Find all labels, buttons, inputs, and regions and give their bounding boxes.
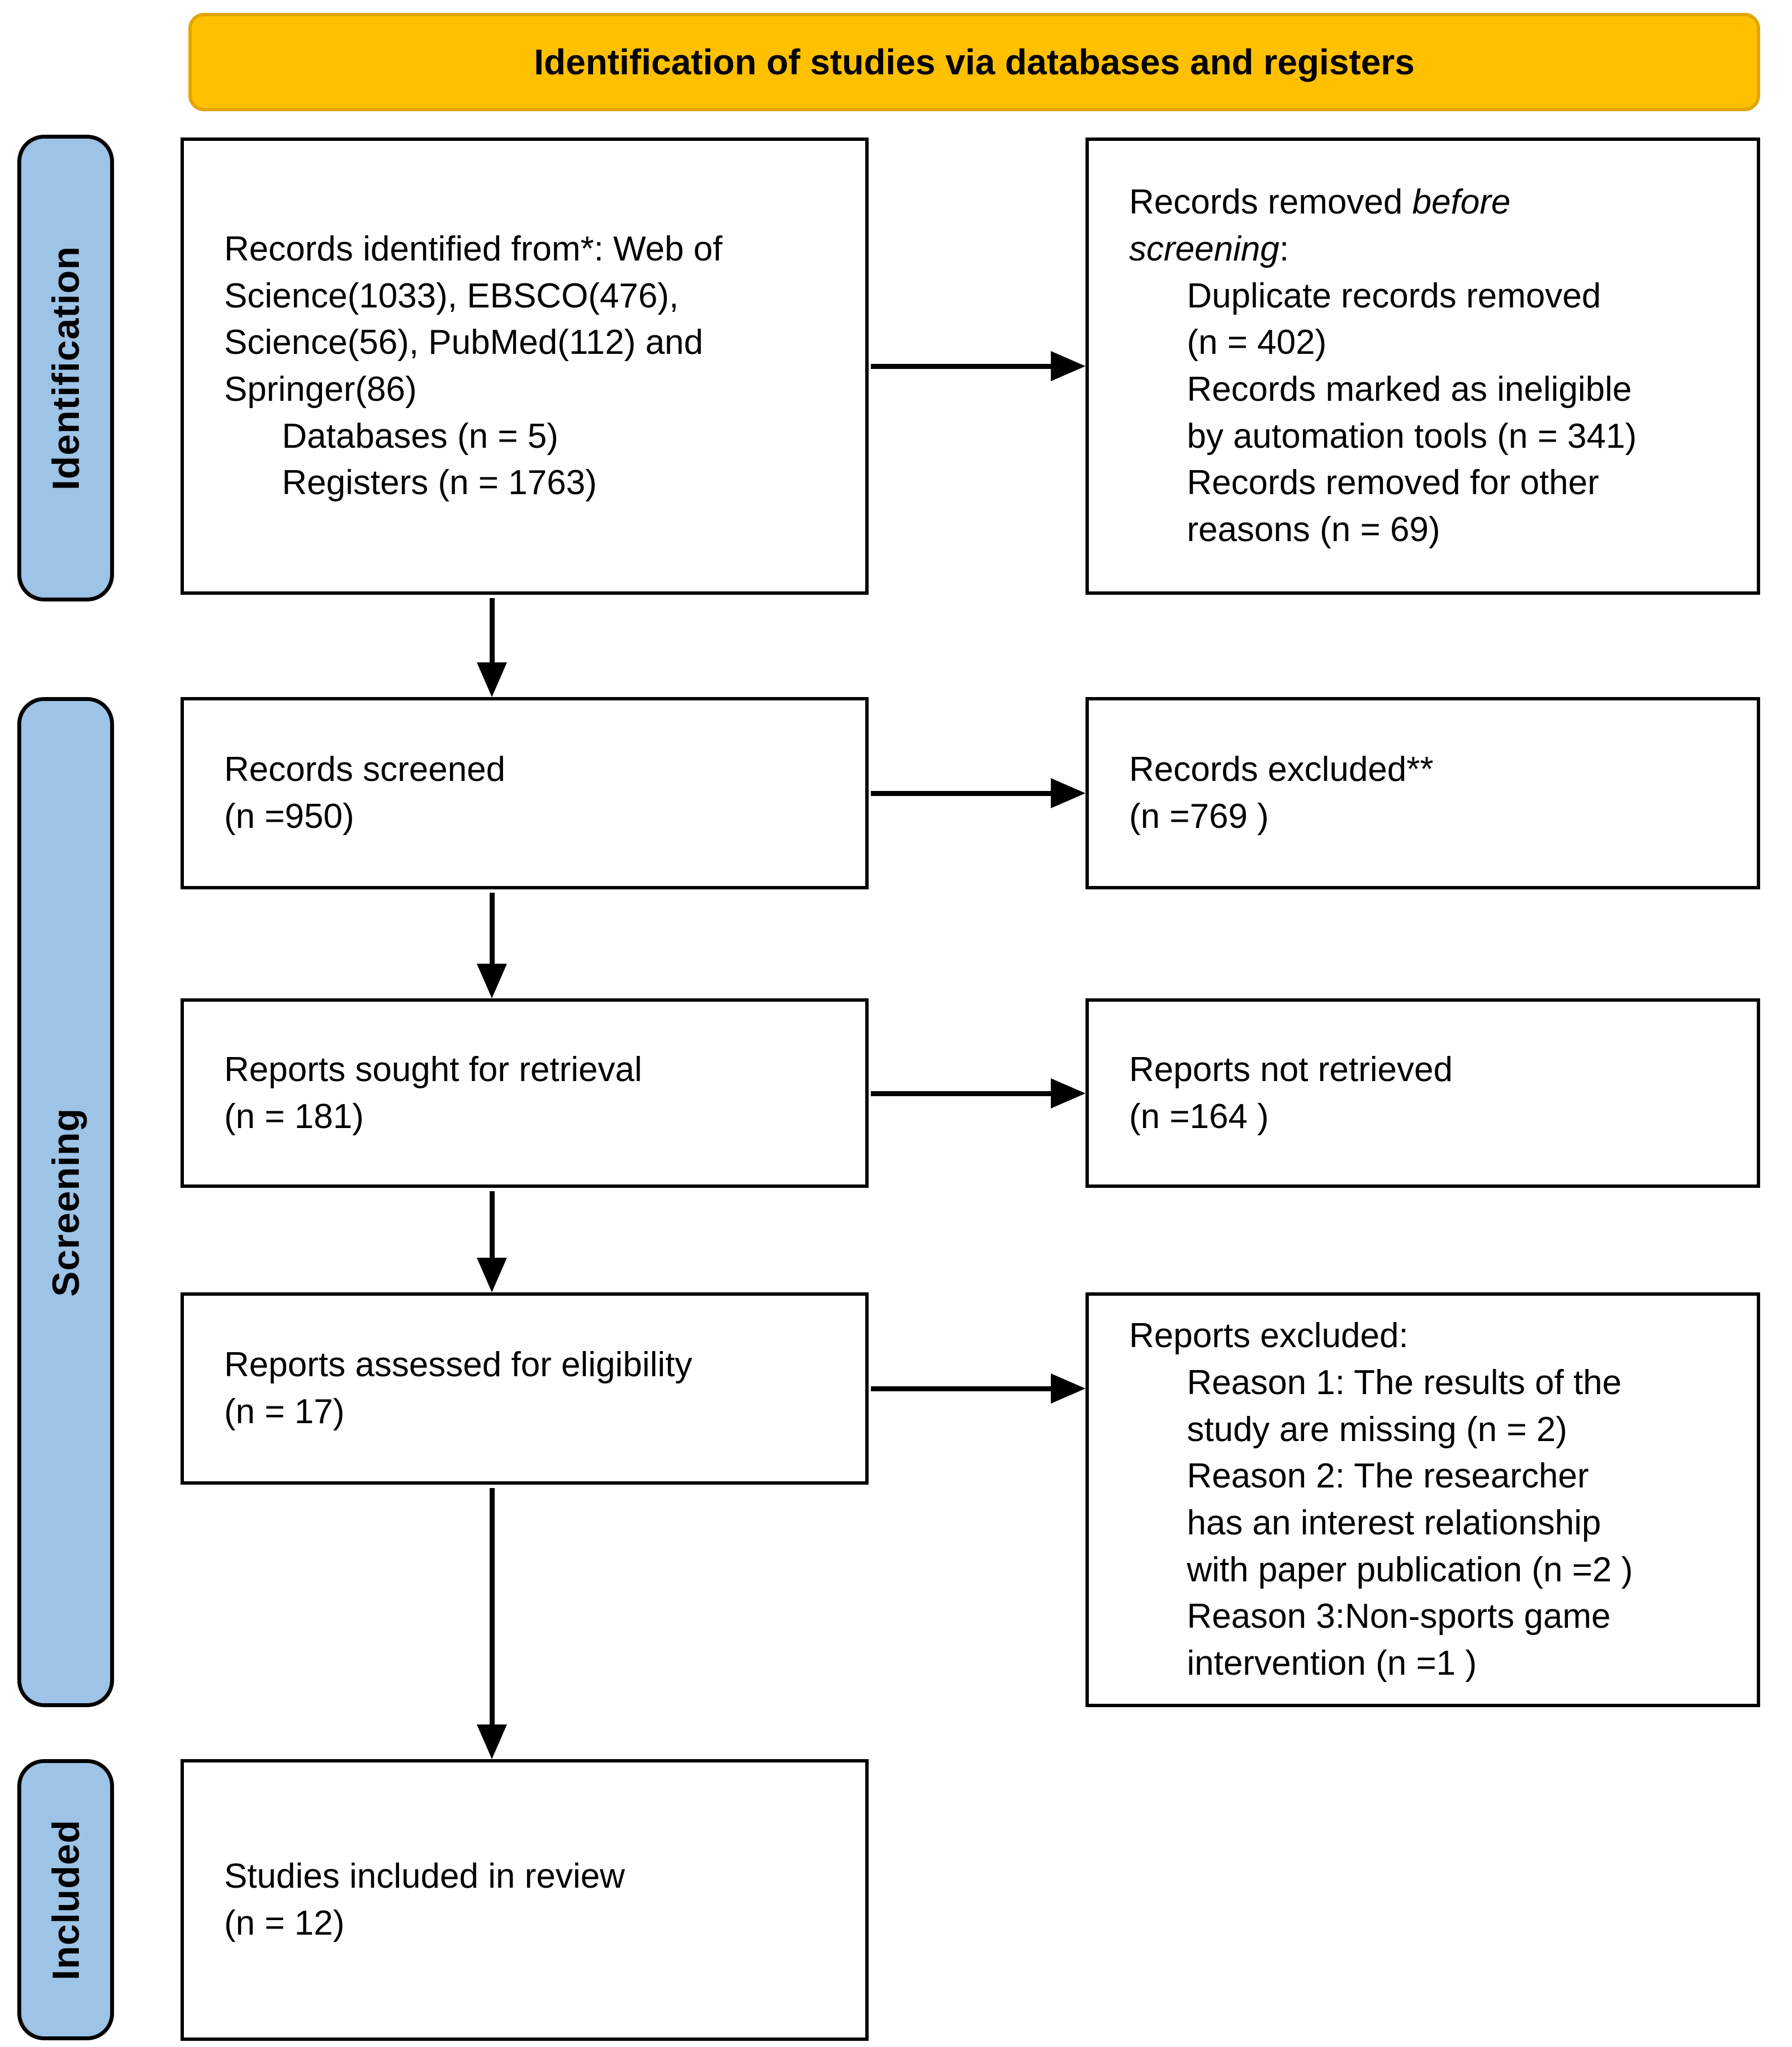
box-studies-included-text: Studies included in review (n = 12) [224,1857,625,1942]
stage-included: Included [17,1759,114,2040]
title-banner: Identification of studies via databases … [188,13,1760,111]
box-reports-sought: Reports sought for retrieval (n = 181) [181,998,869,1188]
diagram-title: Identification of studies via databases … [534,42,1415,82]
box-records-removed-details: Duplicate records removed (n = 402) Reco… [1187,276,1637,549]
arrow-shaft [490,598,495,666]
arrow-head-icon [1051,1078,1085,1108]
stage-screening: Screening [17,697,114,1707]
stage-identification-label: Identification [44,245,87,491]
box-reports-not-retrieved: Reports not retrieved (n =164 ) [1085,998,1760,1188]
box-records-removed: Records removed before screening: Duplic… [1085,138,1760,595]
box-reports-excluded: Reports excluded: Reason 1: The results … [1085,1292,1760,1707]
box-records-excluded-text: Records excluded** (n =769 ) [1129,750,1434,836]
box-records-screened-text: Records screened (n =950) [224,750,506,836]
stage-screening-label: Screening [44,1107,87,1297]
arrow-shaft [490,1488,495,1727]
box-studies-included: Studies included in review (n = 12) [181,1759,869,2041]
box-reports-not-retrieved-text: Reports not retrieved (n =164 ) [1129,1050,1453,1136]
arrow-shaft [871,364,1052,369]
arrow-head-icon [477,964,507,998]
arrow-head-icon [477,662,507,697]
before-screening-italic: before screening [1129,183,1511,268]
box-reports-assessed: Reports assessed for eligibility (n = 17… [181,1292,869,1485]
arrow-head-icon [1051,778,1085,808]
box-reports-assessed-text: Reports assessed for eligibility (n = 17… [224,1345,693,1431]
arrow-shaft [871,1386,1052,1391]
arrow-shaft [490,893,495,965]
arrow-shaft [871,791,1052,796]
box-records-removed-heading: Records removed before screening: [1129,183,1511,268]
box-records-screened: Records screened (n =950) [181,697,869,889]
arrow-shaft [490,1191,495,1259]
box-reports-sought-text: Reports sought for retrieval (n = 181) [224,1050,642,1136]
arrow-shaft [871,1091,1052,1096]
box-records-identified: Records identified from*: Web of Science… [181,138,869,595]
arrow-head-icon [477,1724,507,1759]
arrow-head-icon [1051,1373,1085,1404]
arrow-head-icon [477,1258,507,1292]
stage-included-label: Included [44,1819,87,1980]
box-records-identified-text: Records identified from*: Web of Science… [224,229,723,503]
box-reports-excluded-text: Reports excluded: Reason 1: The results … [1129,1316,1633,1683]
stage-identification: Identification [17,135,114,601]
arrow-head-icon [1051,351,1085,381]
box-records-excluded: Records excluded** (n =769 ) [1085,697,1760,889]
